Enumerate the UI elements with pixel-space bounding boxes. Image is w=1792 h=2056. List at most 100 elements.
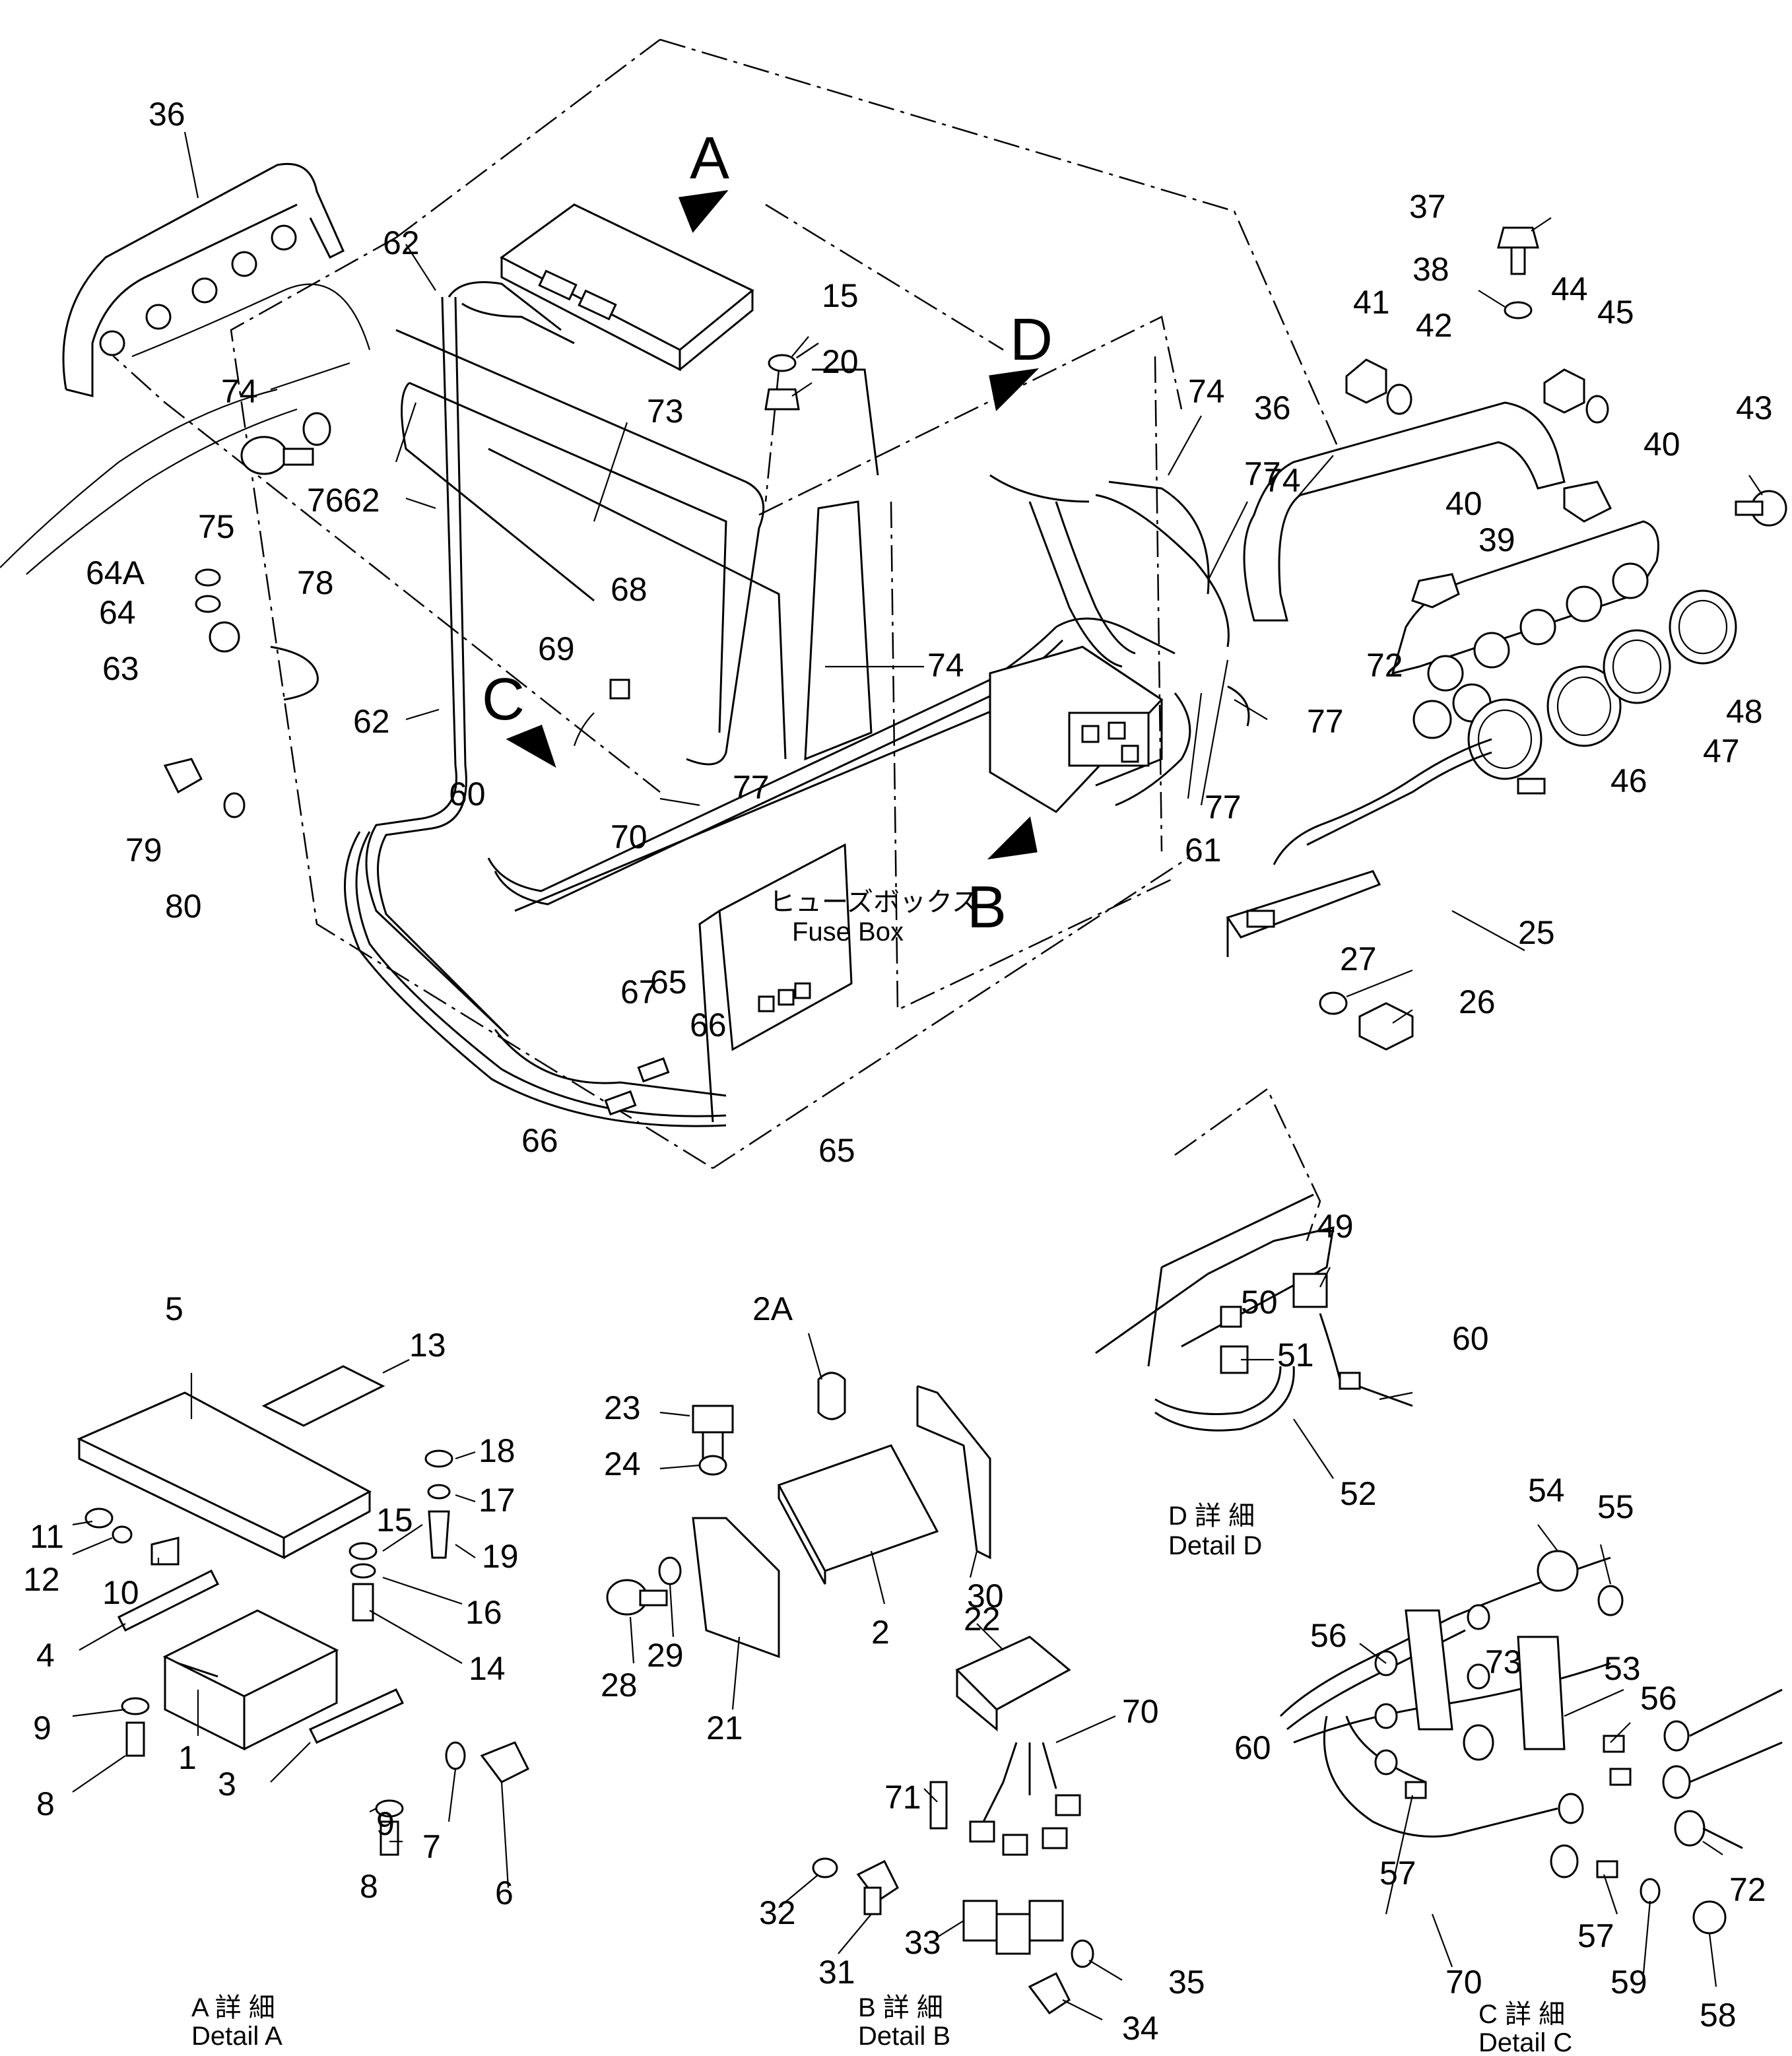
part-callout-64a: 64A [86, 554, 145, 591]
part-callout-28: 28 [601, 1667, 638, 1704]
left-dash-panel [0, 162, 371, 575]
part-callout-39: 39 [1478, 521, 1515, 558]
part-callout-62: 62 [383, 224, 420, 261]
part-callout-34: 34 [1122, 2010, 1159, 2047]
detail-a-caption-jp: A 詳 細 [191, 1993, 275, 2022]
part-callout-31: 31 [818, 1954, 855, 1991]
part-callout-77: 77 [1244, 455, 1281, 492]
detail-b-drawing [606, 1372, 1094, 2015]
part-callout-55: 55 [1597, 1488, 1634, 1525]
part-callout-73: 73 [647, 393, 684, 430]
part-callout-59: 59 [1610, 1964, 1647, 2001]
part-callout-36: 36 [1254, 389, 1291, 426]
part-callout-37: 37 [1409, 188, 1446, 225]
part-callout-48: 48 [1726, 693, 1763, 730]
detail-d-drawing [1095, 1088, 1413, 1432]
view-arrows [506, 189, 1040, 860]
part-callout-77: 77 [1205, 789, 1242, 826]
fuse-box [698, 843, 853, 1123]
part-callout-70: 70 [1445, 1964, 1482, 2001]
part-callout-7: 7 [422, 1828, 441, 1865]
part-callout-20: 20 [822, 343, 859, 380]
part-callout-74: 74 [1188, 373, 1225, 410]
part-callout-19: 19 [482, 1538, 519, 1575]
part-callout-2a: 2A [752, 1290, 793, 1327]
part-callout-62: 62 [343, 482, 380, 519]
part-callout-78: 78 [297, 564, 334, 601]
view-letter-a: A [690, 125, 729, 191]
part-callout-75: 75 [198, 508, 235, 545]
fuse-box-label-jp: ヒューズボックス [769, 888, 978, 917]
part-callout-35: 35 [1168, 1964, 1205, 2001]
detail-b-caption-en: Detail B [858, 2022, 950, 2051]
part-callout-16: 16 [465, 1594, 502, 1631]
detail-c-caption-jp: C 詳 細 [1478, 2000, 1565, 2029]
part-callout-71: 71 [884, 1779, 921, 1816]
view-letter-d: D [1010, 307, 1053, 373]
part-callout-70: 70 [611, 818, 647, 855]
part-callout-9: 9 [33, 1709, 51, 1746]
part-callout-66: 66 [521, 1122, 558, 1159]
part-callout-51: 51 [1277, 1337, 1314, 1374]
part-callout-10: 10 [102, 1574, 139, 1611]
part-callout-23: 23 [604, 1389, 641, 1426]
part-callout-66: 66 [690, 1007, 727, 1044]
part-callout-24: 24 [604, 1445, 641, 1482]
relay-box [989, 646, 1164, 813]
part-callout-57: 57 [1379, 1855, 1416, 1892]
part-callout-65: 65 [650, 964, 687, 1001]
part-callout-74: 74 [1264, 462, 1301, 499]
part-callout-36: 36 [149, 96, 185, 133]
part-callout-74: 74 [927, 647, 964, 684]
part-callout-8: 8 [360, 1868, 378, 1905]
part-callout-60: 60 [1234, 1729, 1271, 1766]
part-callout-42: 42 [1416, 307, 1453, 344]
part-callout-73: 73 [1485, 1643, 1522, 1680]
part-callout-43: 43 [1736, 389, 1773, 426]
part-callout-53: 53 [1604, 1650, 1641, 1687]
detail-d-caption-jp: D 詳 細 [1168, 1502, 1255, 1531]
detail-a-caption-en: Detail A [191, 2022, 282, 2051]
part-callout-79: 79 [125, 832, 162, 869]
detail-a-drawing [77, 1365, 530, 1856]
part-callout-40: 40 [1445, 485, 1482, 522]
cab-frame [395, 329, 879, 766]
part-callout-1: 1 [178, 1739, 197, 1776]
gauge-harness [1226, 738, 1546, 957]
part-callout-17: 17 [479, 1482, 515, 1519]
part-callout-54: 54 [1528, 1472, 1565, 1509]
part-callout-15: 15 [376, 1502, 413, 1539]
part-callout-33: 33 [904, 1924, 941, 1961]
part-callout-45: 45 [1597, 294, 1634, 331]
part-callout-8: 8 [36, 1785, 55, 1822]
part-callout-40: 40 [1643, 426, 1680, 463]
part-callout-70: 70 [1122, 1693, 1159, 1730]
part-callout-62: 62 [353, 703, 390, 740]
part-callout-77: 77 [733, 769, 770, 806]
part-callout-38: 38 [1412, 251, 1449, 288]
part-callout-58: 58 [1700, 1997, 1737, 2034]
part-callout-80: 80 [165, 888, 202, 925]
detail-b-caption-jp: B 詳 細 [858, 1993, 943, 2022]
part-callout-69: 69 [538, 630, 575, 667]
part-callout-26: 26 [1459, 983, 1496, 1020]
part-callout-49: 49 [1317, 1208, 1354, 1245]
part-callout-68: 68 [611, 571, 647, 608]
part-callout-3: 3 [218, 1766, 236, 1803]
part-callout-74: 74 [221, 373, 258, 410]
view-letter-c: C [482, 667, 525, 733]
part-callout-18: 18 [479, 1432, 515, 1469]
part-callout-25: 25 [1518, 914, 1555, 951]
part-callout-77: 77 [1307, 703, 1344, 740]
part-callout-57: 57 [1577, 1917, 1614, 1954]
part-callout-60: 60 [449, 776, 486, 812]
part-callout-56: 56 [1310, 1617, 1347, 1654]
detail-c-drawing [1279, 1550, 1783, 1935]
part-callout-47: 47 [1703, 733, 1740, 770]
part-callout-56: 56 [1640, 1680, 1677, 1717]
part-callout-15: 15 [822, 277, 859, 314]
part-callout-30: 30 [967, 1577, 1004, 1614]
controller-box [500, 203, 754, 372]
